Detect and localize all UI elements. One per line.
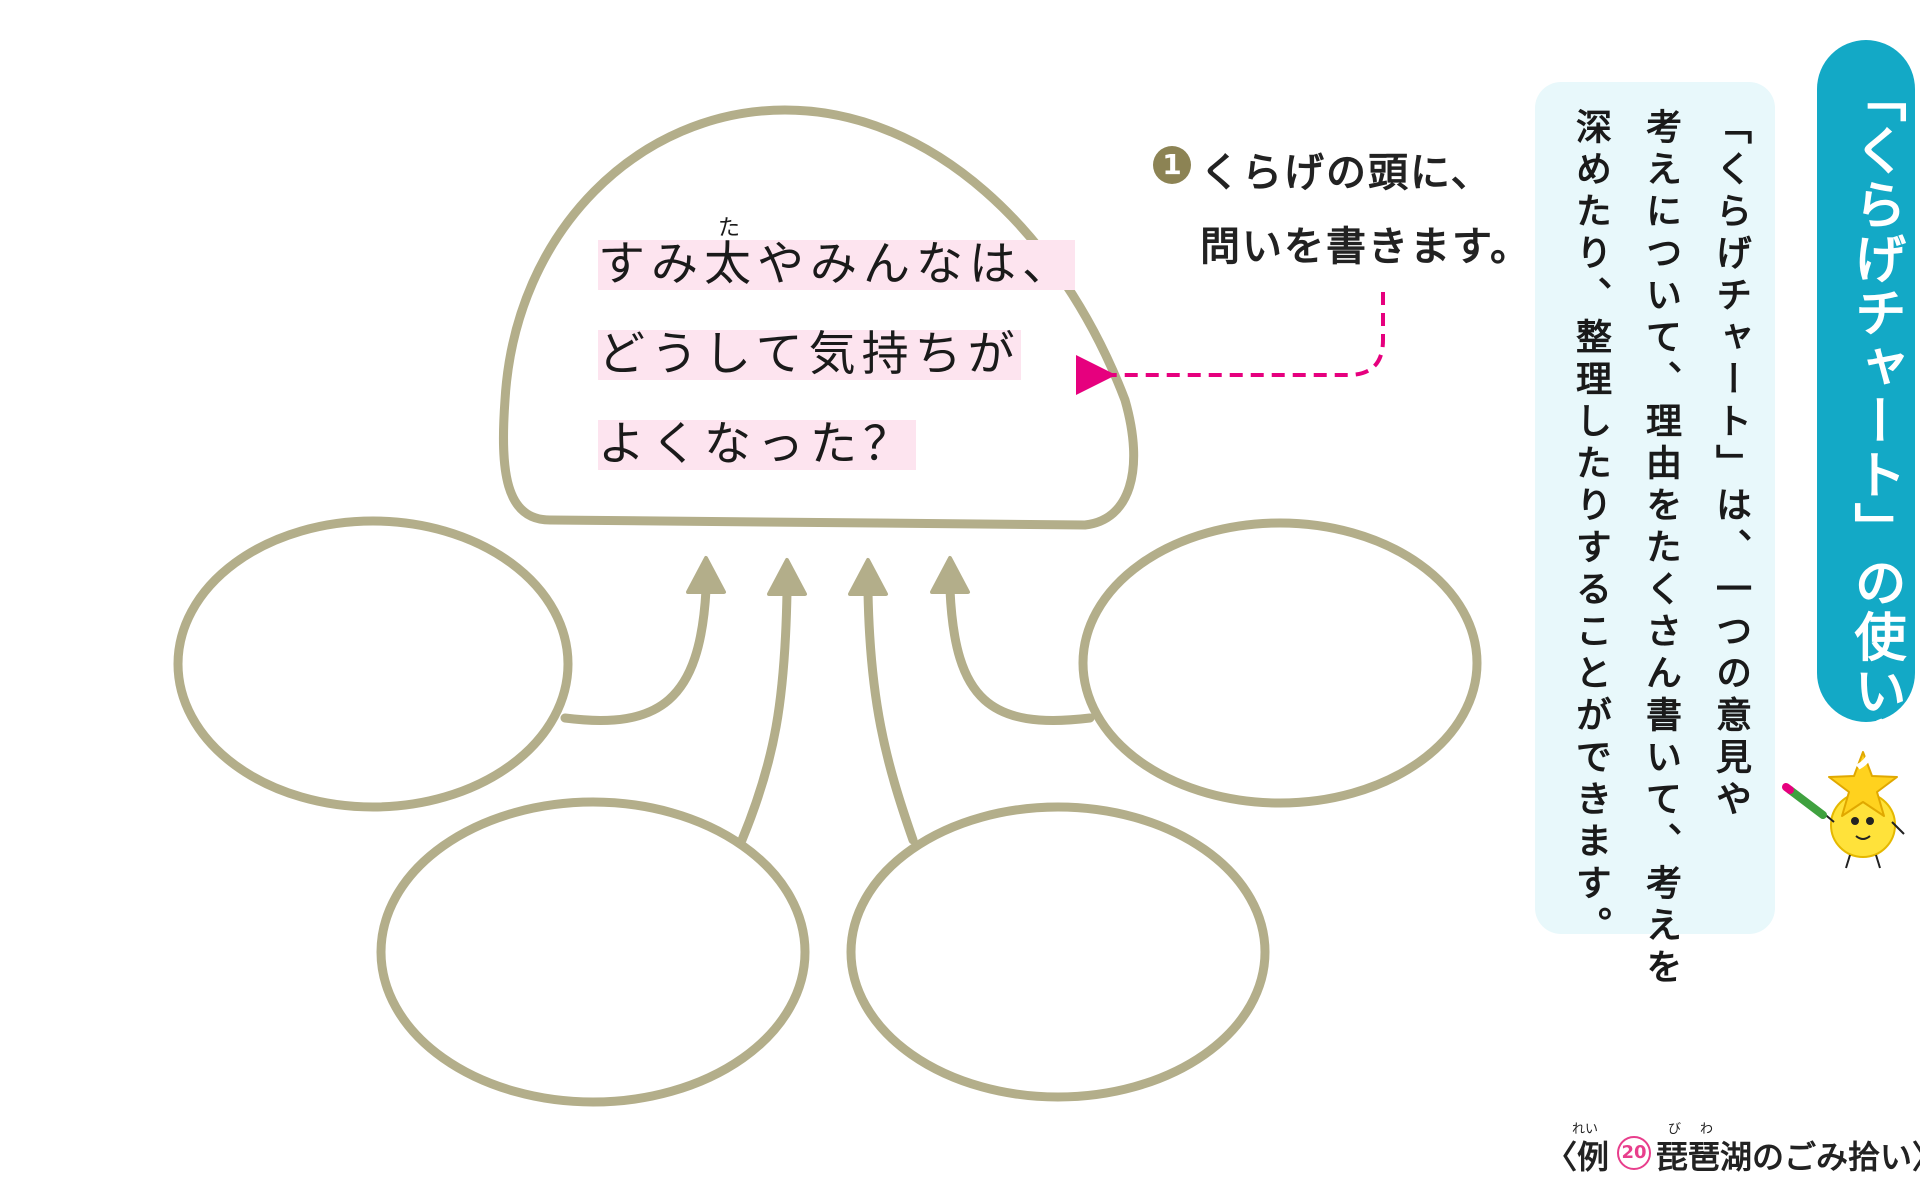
- question-line-1: すみ太やみんなは、: [598, 237, 1075, 292]
- example-ruby-bi: び: [1668, 1122, 1682, 1137]
- question-line-2: どうして気持ちが: [598, 327, 1021, 382]
- reason-oval-3: [846, 802, 1270, 1102]
- page-title: 「くらげチャート」の使い方: [1845, 70, 1905, 772]
- tentacle-arrowhead-3: [848, 558, 888, 596]
- example-ruby-wa: わ: [1700, 1122, 1714, 1137]
- question-ruby: た: [718, 216, 741, 241]
- description-line-2: 考えについて、理由をたくさん書いて、考えを: [1640, 108, 1681, 990]
- star-mascot-icon: [1821, 751, 1905, 869]
- step-pointer-arrow: [1076, 292, 1385, 395]
- example-title: 琵琶湖のごみ拾い〉: [1656, 1138, 1920, 1176]
- description-box: [1535, 82, 1775, 934]
- reason-oval-2: [376, 797, 810, 1107]
- reason-oval-1: [173, 516, 573, 812]
- tentacle-arrow-4: [945, 585, 1095, 725]
- example-open-label: 〈例: [1545, 1138, 1610, 1176]
- jellyfish-head-outline: [499, 105, 1139, 530]
- step-number-badge: 1: [1153, 146, 1191, 184]
- step-line-2: 問いを書きます。: [1200, 224, 1532, 270]
- tentacle-arrow-3: [863, 587, 918, 845]
- tentacle-arrow-2: [737, 587, 792, 845]
- pencil-icon: [1782, 783, 1827, 819]
- example-ruby-rei: れい: [1572, 1122, 1599, 1137]
- question-line-3: よくなった？: [598, 417, 916, 472]
- reason-oval-4: [1078, 518, 1482, 808]
- tentacle-arrowhead-2: [767, 558, 807, 596]
- description-line-3: 深めたり、整理したりすることができます。: [1570, 108, 1611, 948]
- description-line-1: 「くらげチャート」は、一つの意見や: [1710, 108, 1751, 822]
- step-line-1: くらげの頭に、: [1200, 150, 1493, 196]
- title-pill: [1817, 40, 1915, 722]
- tentacle-arrowhead-1: [686, 556, 726, 594]
- example-number-badge: 20: [1617, 1136, 1651, 1170]
- tentacle-arrow-1: [560, 585, 711, 725]
- tentacle-arrowhead-4: [930, 556, 970, 594]
